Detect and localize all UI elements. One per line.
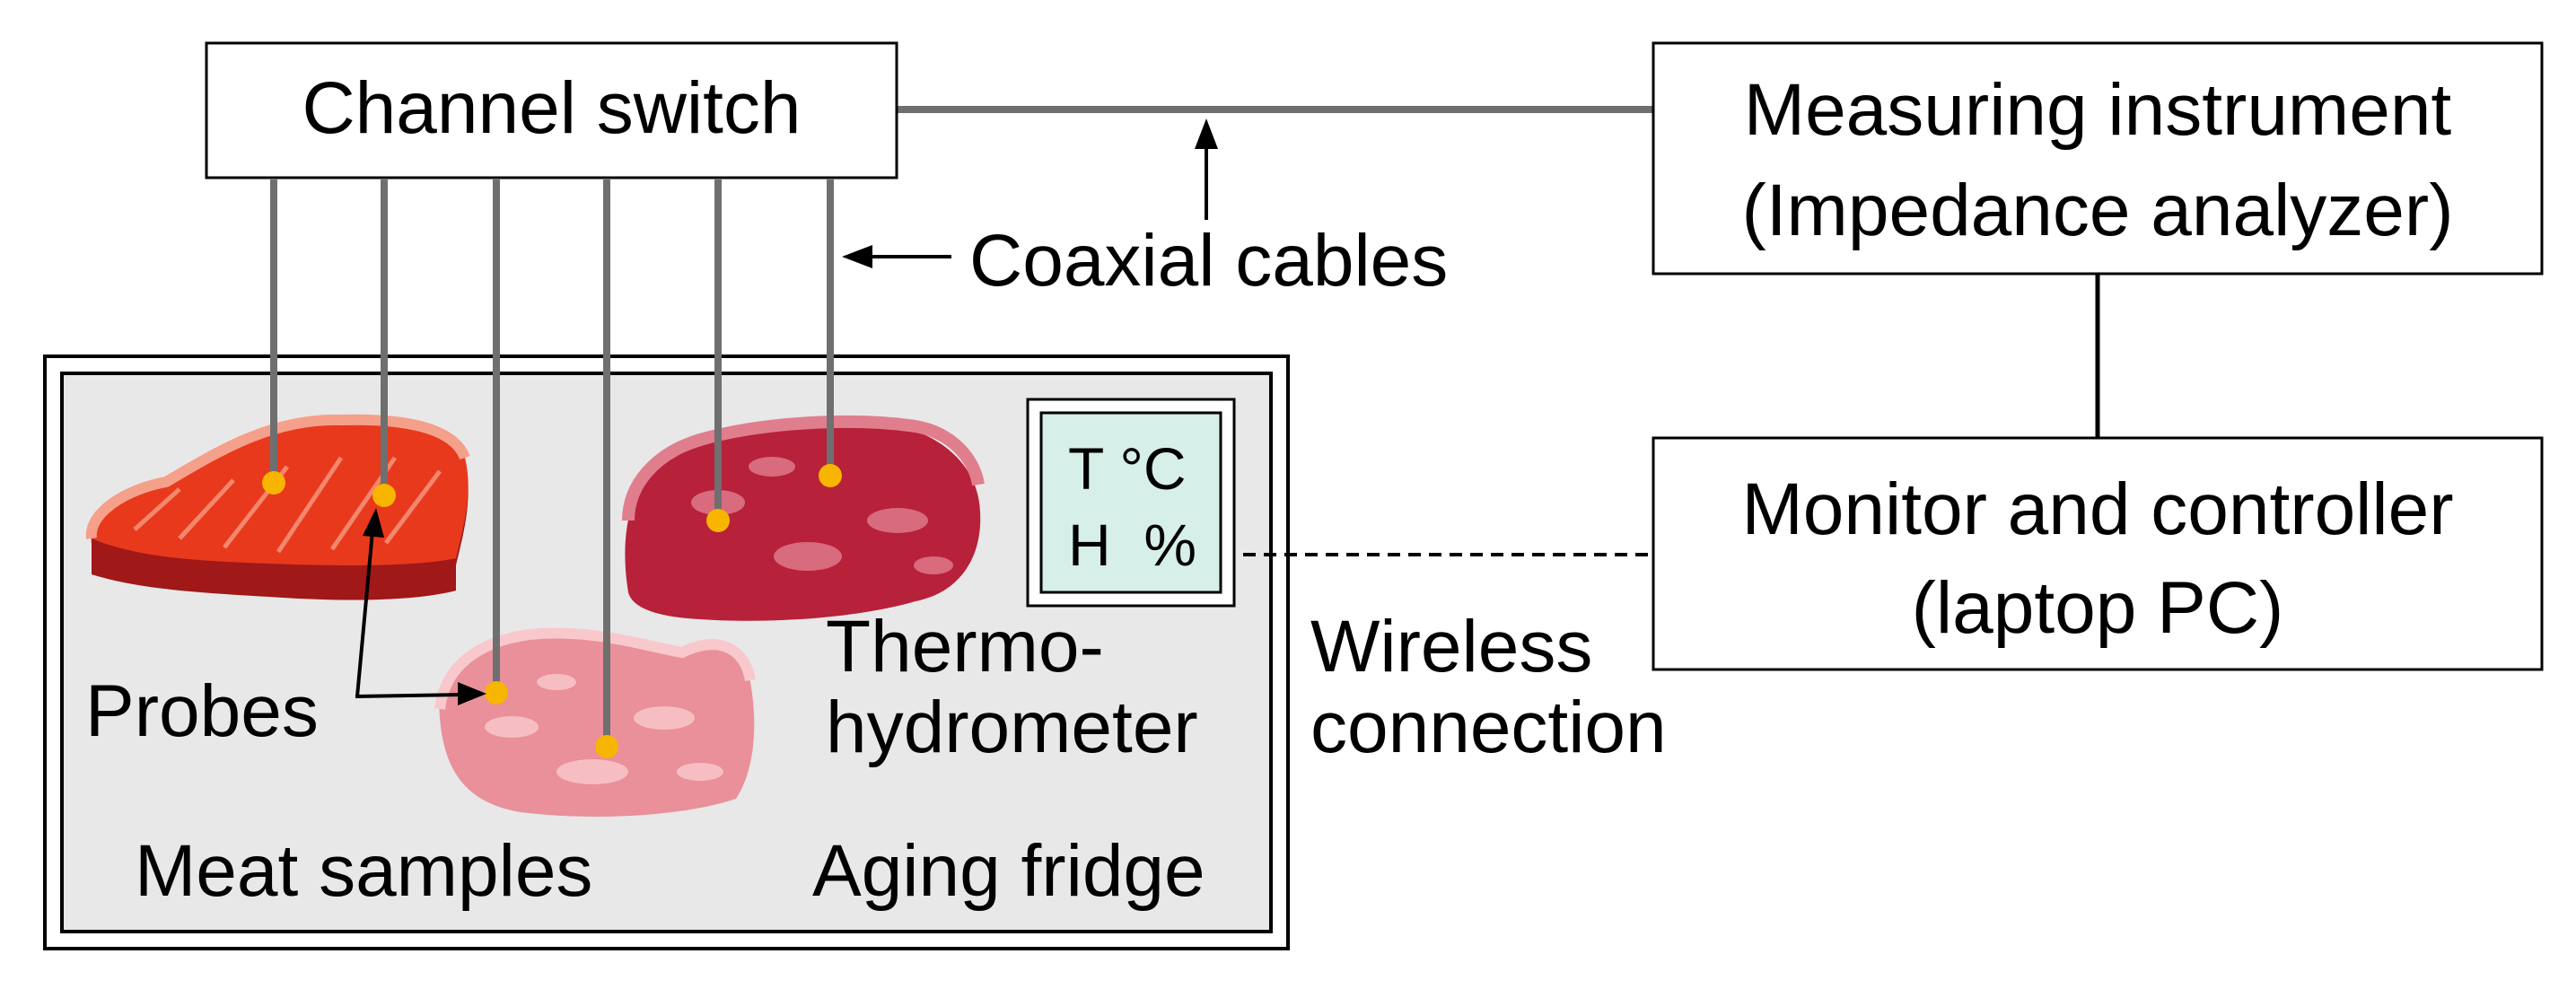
thermo-label-line2: hydrometer xyxy=(826,687,1198,768)
wireless-label-line2: connection xyxy=(1310,687,1667,768)
meat-sample-dark xyxy=(622,416,985,621)
thermo-label-line1: Thermo- xyxy=(826,606,1104,687)
thermo-display-humidity: H % xyxy=(1068,512,1196,578)
meat-sample-pink xyxy=(434,627,756,817)
cable-arrow-up xyxy=(1195,118,1218,220)
coaxial-cables-label: Coaxial cables xyxy=(969,220,1448,302)
instrument-label-line1: Measuring instrument xyxy=(1744,69,2452,151)
probe-dot xyxy=(372,484,396,507)
probes-arrows xyxy=(355,508,486,705)
aging-fridge-label: Aging fridge xyxy=(812,830,1205,912)
thermo-hydrometer: T °C H % xyxy=(1026,398,1236,608)
meat-samples-label: Meat samples xyxy=(135,830,592,912)
thermo-display-temp: T °C xyxy=(1068,435,1187,502)
probe-dot xyxy=(706,509,730,532)
channel-switch-box: Channel switch xyxy=(205,41,898,179)
wireless-label-line1: Wireless xyxy=(1310,606,1592,687)
coaxial-cables xyxy=(270,106,1653,747)
probe-dots xyxy=(262,464,842,758)
probe-dot xyxy=(819,464,842,487)
probe-dot xyxy=(262,471,285,494)
monitor-label-line2: (laptop PC) xyxy=(1912,567,2284,649)
monitor-controller-box: Monitor and controller (laptop PC) xyxy=(1652,436,2544,671)
measuring-instrument-box: Measuring instrument (Impedance analyzer… xyxy=(1652,41,2544,276)
probe-dot xyxy=(485,681,508,705)
probes-label: Probes xyxy=(85,670,319,752)
cable-arrow-left xyxy=(842,245,951,268)
channel-switch-label: Channel switch xyxy=(302,67,801,149)
monitor-label-line1: Monitor and controller xyxy=(1741,468,2453,550)
instrument-label-line2: (Impedance analyzer) xyxy=(1741,170,2453,251)
probe-dot xyxy=(595,735,618,758)
